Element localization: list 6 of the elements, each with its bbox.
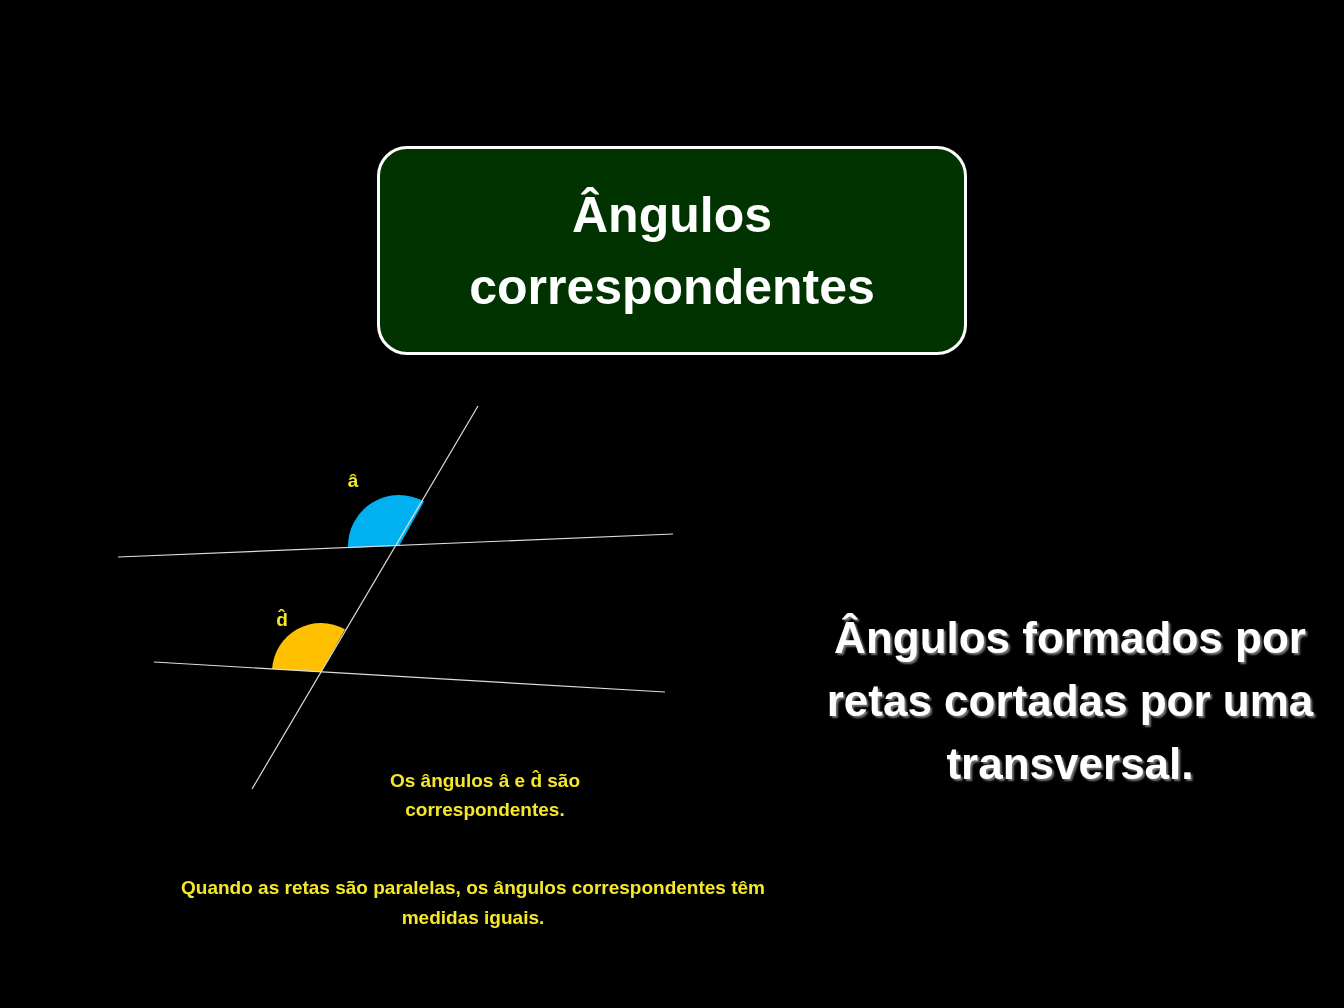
title-box: Ângulos correspondentes [377, 146, 967, 355]
angle-label: â [346, 469, 360, 493]
angle-label: d̂ [275, 608, 289, 632]
caption-text: Os ângulos â e d̂ são correspondentes. [388, 769, 582, 822]
note-text: Quando as retas são paralelas, os ângulos correspondentes têm medidas iguais. [180, 876, 766, 930]
definition-text: Ângulos formados por retas cortadas por uma transversal. [825, 612, 1315, 790]
